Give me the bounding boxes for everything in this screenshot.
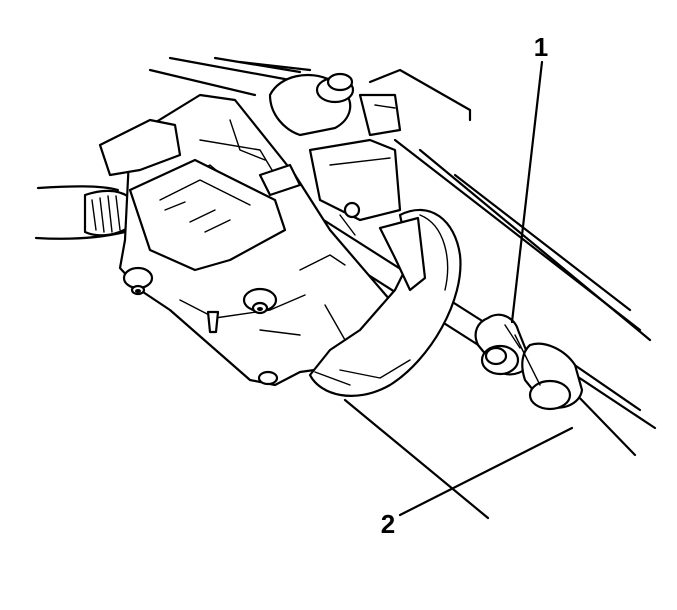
- callout-label-2: 2: [381, 509, 395, 539]
- column-flange: [308, 209, 462, 397]
- shaft-bushing: [474, 313, 584, 411]
- fasteners: [122, 266, 279, 386]
- upper-mount: [268, 72, 402, 222]
- frame-rails: [148, 56, 657, 457]
- callout-label-1: 1: [534, 32, 548, 62]
- wire-harness: [34, 185, 134, 240]
- connector-housing: [98, 118, 302, 272]
- callout-leaders: [343, 60, 574, 520]
